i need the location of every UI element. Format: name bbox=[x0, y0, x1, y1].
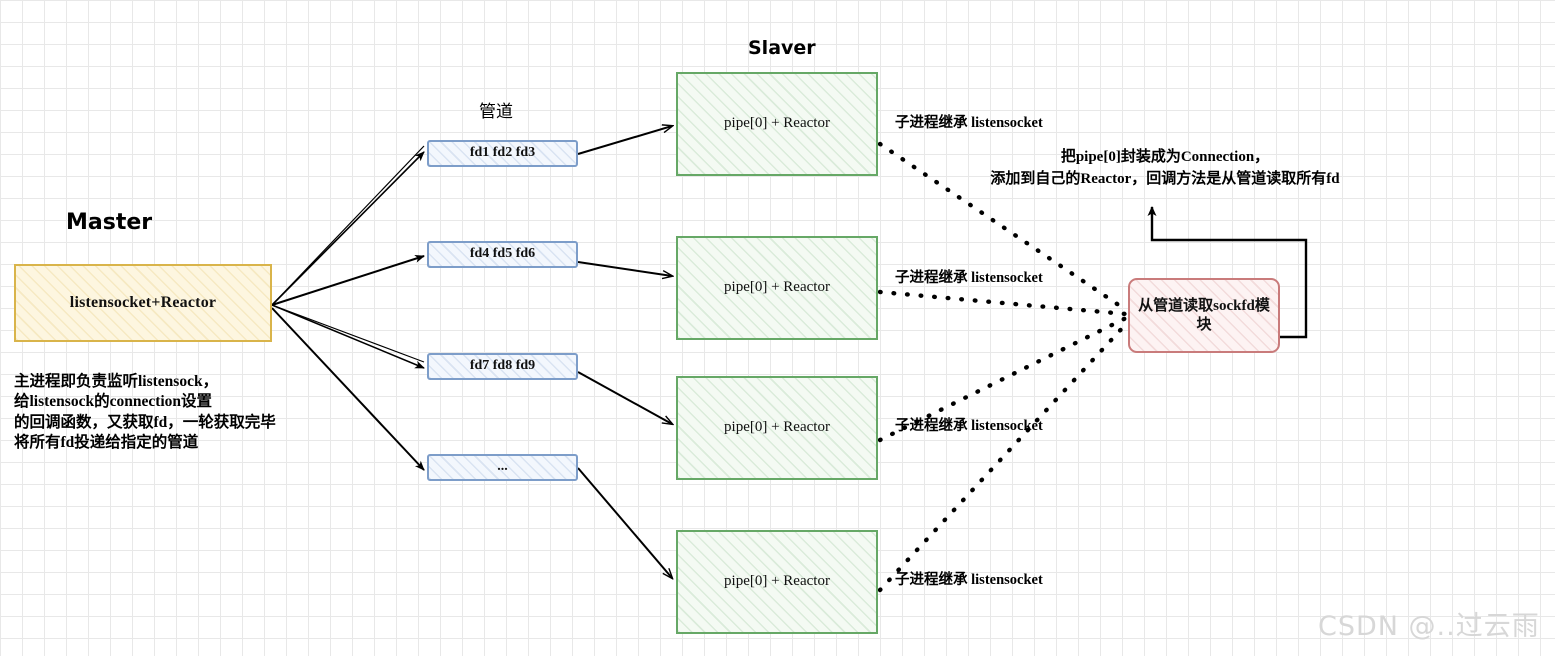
node-slaver-2[interactable]: pipe[0] + Reactor bbox=[676, 236, 878, 340]
note-inherit-listensocket-3: 子进程继承 listensocket bbox=[895, 418, 1043, 434]
dotted-slaver-2-to-module bbox=[877, 289, 1129, 317]
arrow-pipe-2-to-slaver-2 bbox=[577, 261, 672, 276]
node-slaver-2-label: pipe[0] + Reactor bbox=[724, 279, 830, 296]
arrow-pipe-1-to-slaver-1 bbox=[577, 126, 672, 155]
node-slaver-3-label: pipe[0] + Reactor bbox=[724, 419, 830, 436]
node-pipe-3[interactable]: fd7 fd8 fd9 bbox=[427, 353, 578, 380]
node-master-label: listensocket+Reactor bbox=[69, 293, 217, 311]
node-pipe-4-label: ... bbox=[497, 459, 508, 475]
node-pipe-2-label: fd4 fd5 fd6 bbox=[469, 246, 536, 262]
note-wrap-pipe-connection: 把pipe[0]封装成为Connection， 添加到自己的Reactor，回调… bbox=[990, 149, 1340, 187]
note-inherit-listensocket-1: 子进程继承 listensocket bbox=[895, 115, 1043, 131]
node-read-sockfd-module-label: 从管道读取sockfd模块 bbox=[1138, 297, 1270, 333]
watermark-csdn: CSDN @..过云雨 bbox=[1318, 611, 1540, 642]
node-slaver-4[interactable]: pipe[0] + Reactor bbox=[676, 530, 878, 634]
node-slaver-1[interactable]: pipe[0] + Reactor bbox=[676, 72, 878, 176]
node-slaver-3[interactable]: pipe[0] + Reactor bbox=[676, 376, 878, 480]
note-inherit-listensocket-2: 子进程继承 listensocket bbox=[895, 270, 1043, 286]
node-pipe-1-label: fd1 fd2 fd3 bbox=[469, 145, 536, 161]
node-pipe-4[interactable]: ... bbox=[427, 454, 578, 481]
arrow-master-to-pipe-1 bbox=[271, 145, 425, 306]
heading-pipe: 管道 bbox=[479, 102, 513, 122]
arrow-master-to-pipe-4 bbox=[271, 307, 425, 471]
note-master-process: 主进程即负责监听listensock， 给listensock的connecti… bbox=[14, 373, 276, 452]
arrow-master-to-pipe-3 bbox=[271, 304, 425, 369]
note-inherit-listensocket-4: 子进程继承 listensocket bbox=[895, 572, 1043, 588]
node-pipe-2[interactable]: fd4 fd5 fd6 bbox=[427, 241, 578, 268]
node-pipe-3-label: fd7 fd8 fd9 bbox=[469, 358, 536, 374]
arrow-pipe-3-to-slaver-3 bbox=[577, 371, 672, 424]
arrow-pipe-4-to-slaver-4 bbox=[577, 467, 672, 578]
node-master-listensocket-reactor[interactable]: listensocket+Reactor bbox=[14, 264, 272, 342]
heading-slaver: Slaver bbox=[748, 37, 816, 59]
dotted-slaver-4-to-module bbox=[877, 321, 1129, 593]
node-pipe-1[interactable]: fd1 fd2 fd3 bbox=[427, 140, 578, 167]
arrow-master-to-pipe-2 bbox=[271, 254, 425, 306]
node-slaver-4-label: pipe[0] + Reactor bbox=[724, 573, 830, 590]
node-slaver-1-label: pipe[0] + Reactor bbox=[724, 115, 830, 132]
node-read-sockfd-module[interactable]: 从管道读取sockfd模块 bbox=[1128, 278, 1280, 353]
heading-master: Master bbox=[66, 210, 153, 235]
